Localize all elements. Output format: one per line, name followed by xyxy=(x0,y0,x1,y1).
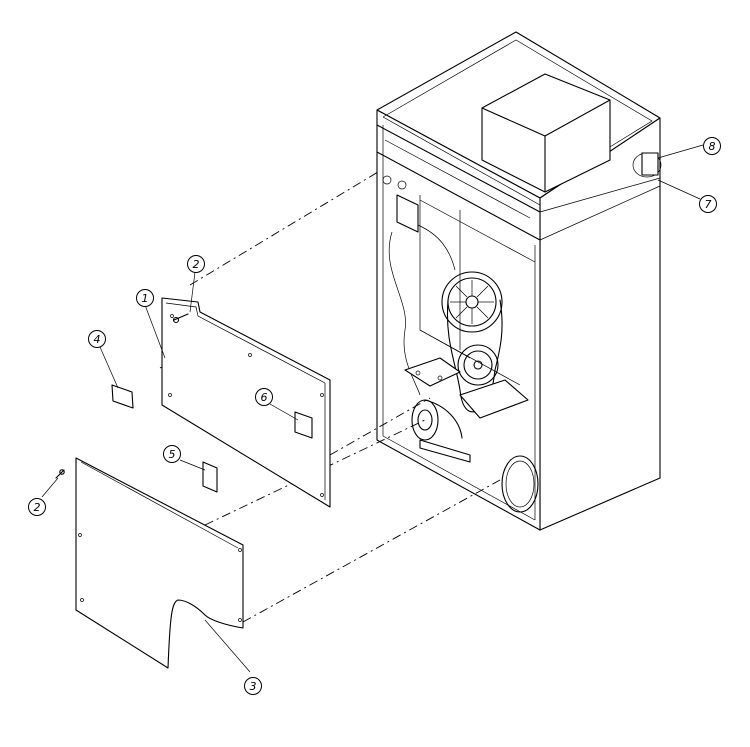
callout-2-lower: 2 xyxy=(28,498,46,516)
label-6-decal xyxy=(294,411,313,439)
callout-7-label: 7 xyxy=(705,198,712,211)
callout-8: 8 xyxy=(703,137,721,155)
callout-3: 3 xyxy=(244,677,262,695)
upper-access-panel xyxy=(161,297,331,508)
lower-access-panel xyxy=(75,457,244,669)
callout-5: 5 xyxy=(163,445,181,463)
callout-4: 4 xyxy=(88,330,106,348)
callout-7: 7 xyxy=(699,195,717,213)
callout-6-label: 6 xyxy=(261,391,268,404)
callout-1-label: 1 xyxy=(142,292,149,305)
callout-4-label: 4 xyxy=(94,333,101,346)
callout-1: 1 xyxy=(136,289,154,307)
callout-2-upper-label: 2 xyxy=(193,258,200,271)
callout-6: 6 xyxy=(255,388,273,406)
leader-lines xyxy=(41,144,704,673)
callout-2-lower-label: 2 xyxy=(34,501,41,514)
callout-2-upper: 2 xyxy=(187,255,205,273)
callout-3-label: 3 xyxy=(250,680,257,693)
label-4-decal xyxy=(111,384,134,409)
label-5-decal xyxy=(202,461,218,493)
callout-8-label: 8 xyxy=(709,140,716,153)
panel-screw-upper xyxy=(172,313,189,324)
panel-screw-lower xyxy=(55,469,65,479)
callout-5-label: 5 xyxy=(169,448,176,461)
blower-cabinet xyxy=(376,31,662,531)
